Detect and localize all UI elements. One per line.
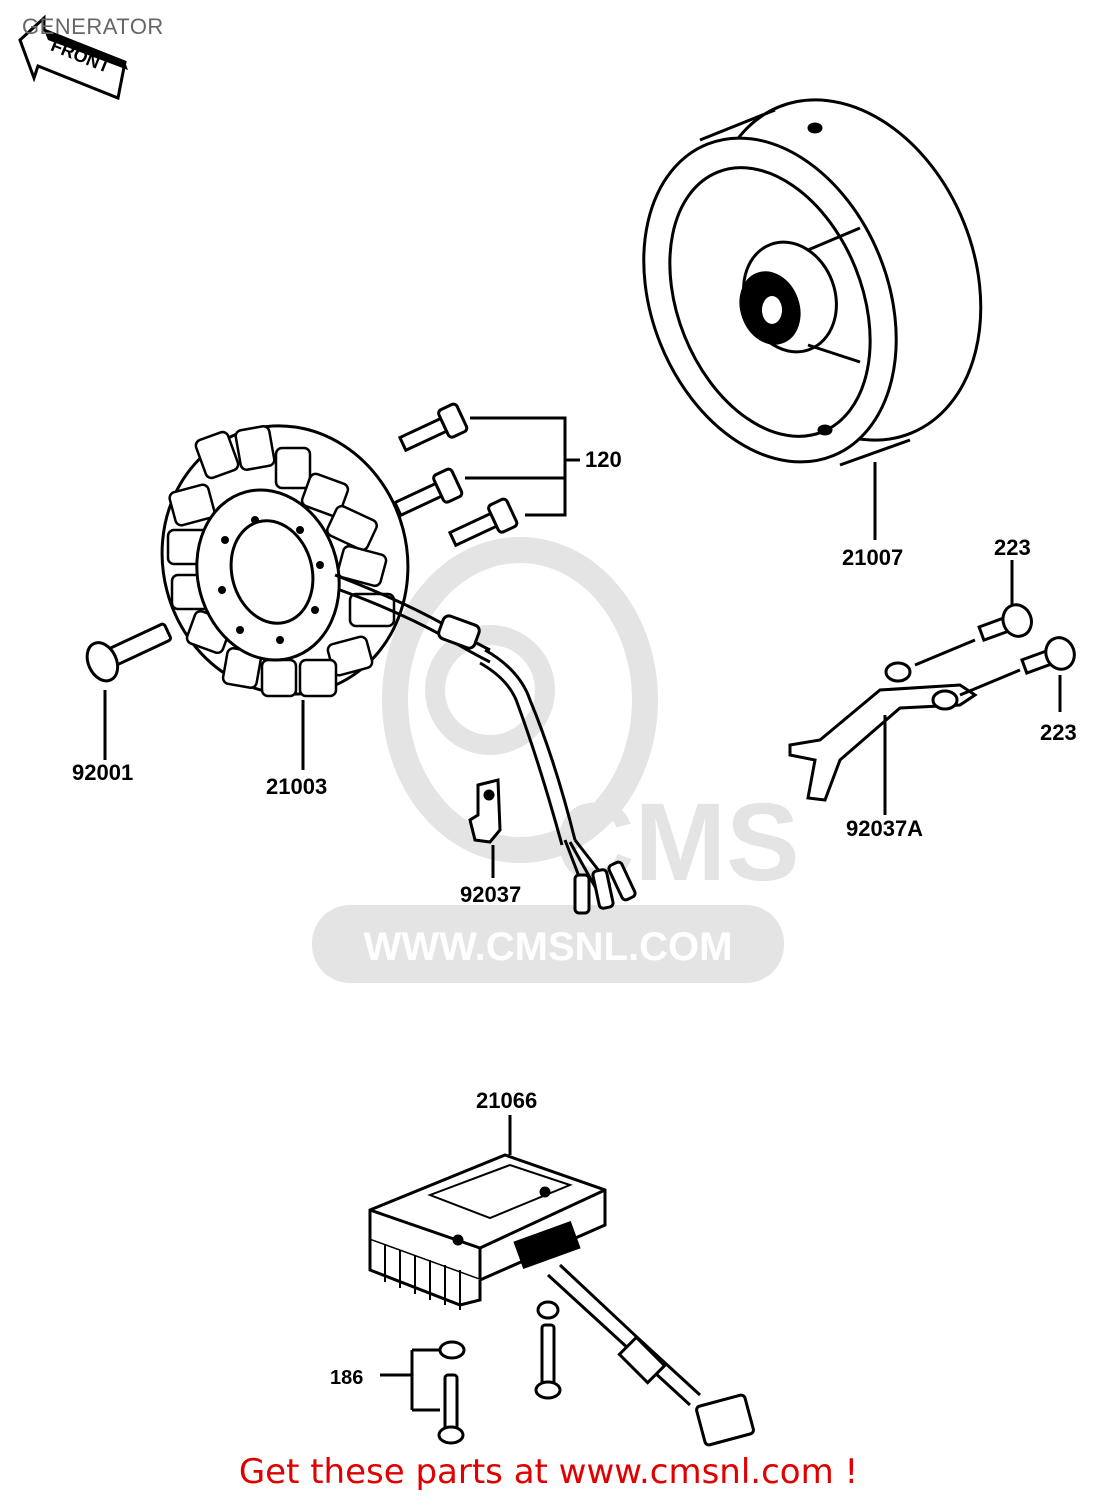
label-92001: 92001 (72, 760, 133, 785)
label-186: 186 (330, 1367, 363, 1389)
bracket-92037A (788, 661, 978, 815)
label-21007: 21007 (842, 545, 903, 570)
watermark-url: WWW.CMSNL.COM (364, 925, 733, 969)
label-21066: 21066 (476, 1088, 537, 1113)
label-223-top: 223 (994, 535, 1031, 560)
stator-wire-harness (334, 573, 637, 915)
label-120: 120 (585, 447, 622, 472)
part-labels: 120 21007 223 223 92001 21003 92037 9203… (72, 447, 1077, 1389)
page-title: GENERATOR (22, 14, 164, 39)
label-92037A: 92037A (846, 816, 923, 841)
front-arrow: FRONT (18, 14, 128, 101)
screws-186 (380, 1300, 562, 1445)
bolts-223 (914, 560, 1076, 712)
label-223-bottom: 223 (1040, 720, 1077, 745)
cms-watermark: CMS WWW.CMSNL.COM (312, 537, 799, 983)
bolts-120 (392, 402, 580, 548)
label-92037: 92037 (460, 882, 521, 907)
regulator-21066 (368, 1115, 755, 1447)
footer-link-text[interactable]: Get these parts at www.cmsnl.com ! (238, 1452, 859, 1492)
rotor-21007 (642, 98, 983, 540)
watermark-logo-text: CMS (555, 781, 799, 904)
label-21003: 21003 (266, 774, 327, 799)
bolt-92001 (85, 622, 172, 760)
stator-21003 (160, 424, 410, 770)
clamp-92037 (468, 778, 502, 878)
